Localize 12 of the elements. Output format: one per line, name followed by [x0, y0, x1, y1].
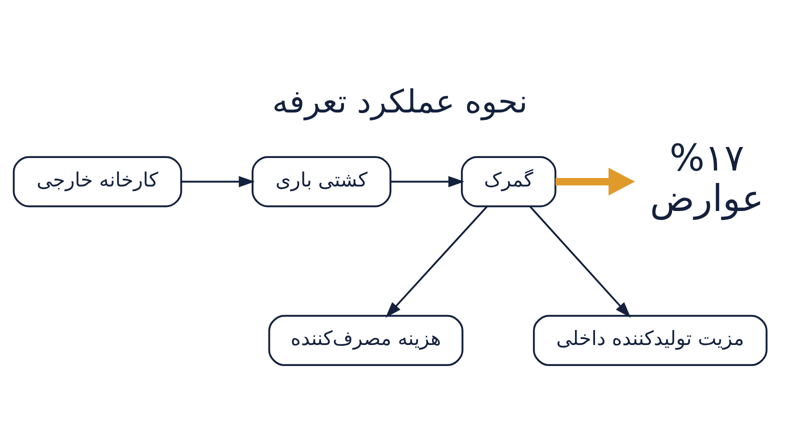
diagram-title: نحوه عملکرد تعرفه — [272, 82, 528, 120]
node-text: %۱۷ عوارض — [650, 136, 764, 220]
node-box: کشتی باری — [252, 156, 392, 208]
arrow — [390, 176, 464, 188]
node-box: مزیت تولیدکننده داخلی — [532, 314, 768, 366]
arrow — [385, 206, 488, 318]
node-box: هزینه مصرف‌کننده — [268, 314, 464, 366]
arrow — [181, 176, 255, 188]
node-box: گمرک — [460, 156, 556, 208]
arrow — [529, 206, 631, 318]
node-box: کارخانه خارجی — [12, 156, 182, 208]
arrow — [555, 168, 635, 196]
